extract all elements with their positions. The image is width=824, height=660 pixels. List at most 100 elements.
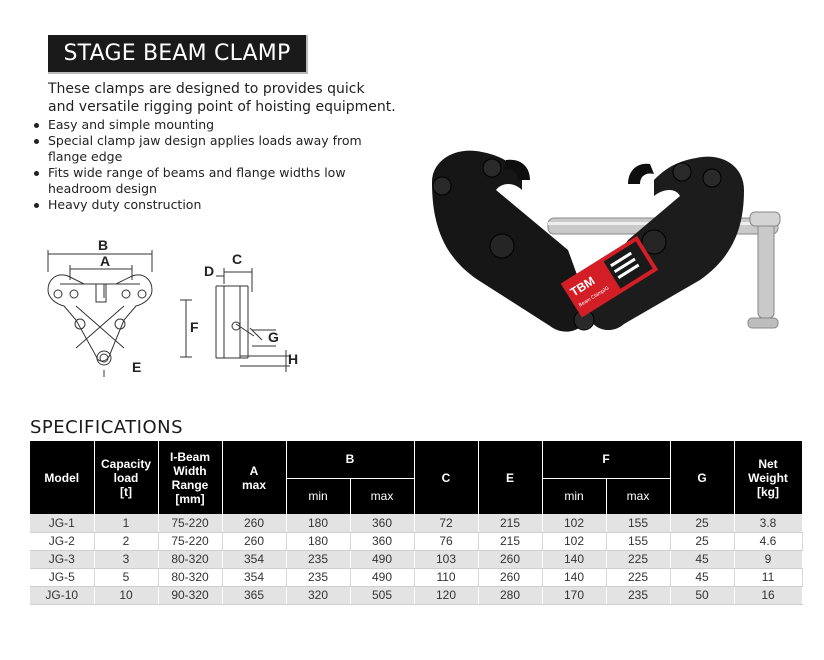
cell-b-min: 180 <box>286 532 351 551</box>
label-h: H <box>288 351 298 367</box>
table-row: JG-10 10 90-320 365 320 505 120 280 170 … <box>30 586 803 605</box>
cell-e: 215 <box>478 514 543 533</box>
dimension-line-e <box>103 370 105 377</box>
side-pin-head <box>231 321 241 331</box>
header-b-max: max <box>350 477 415 514</box>
t-handle-top <box>749 211 781 227</box>
cell-f-min: 170 <box>542 586 607 605</box>
cell-f-max: 225 <box>606 568 671 587</box>
header-b: B <box>286 441 415 478</box>
bolt-head <box>432 176 452 196</box>
cell-a-max: 260 <box>222 532 287 551</box>
cell-f-max: 155 <box>606 532 671 551</box>
dimension-line-b <box>47 250 153 272</box>
dimension-line-a <box>69 265 133 280</box>
product-title: STAGE BEAM CLAMP <box>48 35 308 74</box>
feature-item: Fits wide range of beams and flange widt… <box>32 165 412 197</box>
feature-item: Special clamp jaw design applies loads a… <box>32 133 412 165</box>
t-handle-bar <box>757 217 775 319</box>
cell-f-max: 155 <box>606 514 671 533</box>
cell-b-min: 180 <box>286 514 351 533</box>
header-net-weight: Net Weight [kg] <box>734 441 803 514</box>
cell-net-weight: 16 <box>734 586 803 605</box>
dimension-diagram: B A E F D C G H <box>47 237 298 377</box>
cell-b-max: 490 <box>350 568 415 587</box>
intro-line-1: These clamps are designed to provides qu… <box>48 81 365 97</box>
clamp-front-outline <box>47 274 153 362</box>
cell-ibeam-range: 80-320 <box>158 550 223 569</box>
cell-a-max: 354 <box>222 550 287 569</box>
bolt-circle <box>114 318 126 330</box>
header-f: F <box>542 441 671 478</box>
cell-c: 76 <box>414 532 479 551</box>
cell-net-weight: 3.8 <box>734 514 803 533</box>
cell-net-weight: 4.6 <box>734 532 803 551</box>
clamp-side-outline <box>215 285 249 359</box>
cell-b-min: 235 <box>286 550 351 569</box>
feature-line: Easy and simple mounting <box>48 117 215 132</box>
cell-b-min: 235 <box>286 568 351 587</box>
cell-f-max: 235 <box>606 586 671 605</box>
feature-line: Special clamp jaw design applies loads a… <box>48 133 362 148</box>
bolt-circle <box>137 289 147 299</box>
header-c: C <box>414 441 479 514</box>
bolt-head <box>482 158 502 178</box>
cell-g: 25 <box>670 514 735 533</box>
cell-model: JG-3 <box>30 550 95 569</box>
cell-model: JG-1 <box>30 514 95 533</box>
header-f-max: max <box>606 477 671 514</box>
cell-f-min: 140 <box>542 550 607 569</box>
cell-ibeam-range: 80-320 <box>158 568 223 587</box>
cell-e: 280 <box>478 586 543 605</box>
cell-e: 260 <box>478 568 543 587</box>
feature-line: Heavy duty construction <box>48 197 202 212</box>
table-row: JG-5 5 80-320 354 235 490 110 260 140 22… <box>30 568 803 587</box>
cell-c: 110 <box>414 568 479 587</box>
left-hook <box>504 159 530 180</box>
label-stripe <box>610 251 633 268</box>
cell-g: 45 <box>670 550 735 569</box>
feature-line: headroom design <box>48 181 157 196</box>
cell-b-max: 490 <box>350 550 415 569</box>
cell-f-min: 102 <box>542 532 607 551</box>
table-row: JG-3 3 80-320 354 235 490 103 260 140 22… <box>30 550 803 569</box>
header-ibeam-range: I-Beam Width Range [mm] <box>158 441 223 514</box>
cell-c: 72 <box>414 514 479 533</box>
cell-e: 260 <box>478 550 543 569</box>
crossing-plate <box>75 305 125 349</box>
cell-ibeam-range: 75-220 <box>158 514 223 533</box>
cell-capacity: 5 <box>94 568 159 587</box>
dimension-line-f <box>180 299 192 358</box>
header-capacity: Capacity load [t] <box>94 441 159 514</box>
cell-c: 120 <box>414 586 479 605</box>
cell-capacity: 1 <box>94 514 159 533</box>
feature-line: Fits wide range of beams and flange widt… <box>48 165 346 180</box>
beam-flange <box>60 283 140 298</box>
intro-text: These clamps are designed to provides qu… <box>48 80 428 116</box>
header-e: E <box>478 441 543 514</box>
header-g: G <box>670 441 735 514</box>
cell-b-min: 320 <box>286 586 351 605</box>
bolt-circle <box>121 289 131 299</box>
cell-g: 25 <box>670 532 735 551</box>
model-code-text: JG <box>602 285 611 294</box>
header-model: Model <box>30 441 95 514</box>
bolt-circle <box>53 289 63 299</box>
cell-b-max: 360 <box>350 532 415 551</box>
table-row: JG-2 2 75-220 260 180 360 76 215 102 155… <box>30 532 803 551</box>
header-f-min: min <box>542 477 607 514</box>
label-a: A <box>100 253 110 269</box>
label-g: G <box>268 329 279 345</box>
shackle-pin <box>99 353 109 363</box>
cell-net-weight: 11 <box>734 568 803 587</box>
bolt-head <box>489 233 515 259</box>
right-hook <box>628 163 654 184</box>
cell-model: JG-5 <box>30 568 95 587</box>
header-b-min: min <box>286 477 351 514</box>
cell-c: 103 <box>414 550 479 569</box>
bolt-circle <box>74 318 86 330</box>
cell-f-min: 140 <box>542 568 607 587</box>
specifications-title: SPECIFICATIONS <box>30 417 184 438</box>
cell-b-max: 505 <box>350 586 415 605</box>
cell-capacity: 3 <box>94 550 159 569</box>
